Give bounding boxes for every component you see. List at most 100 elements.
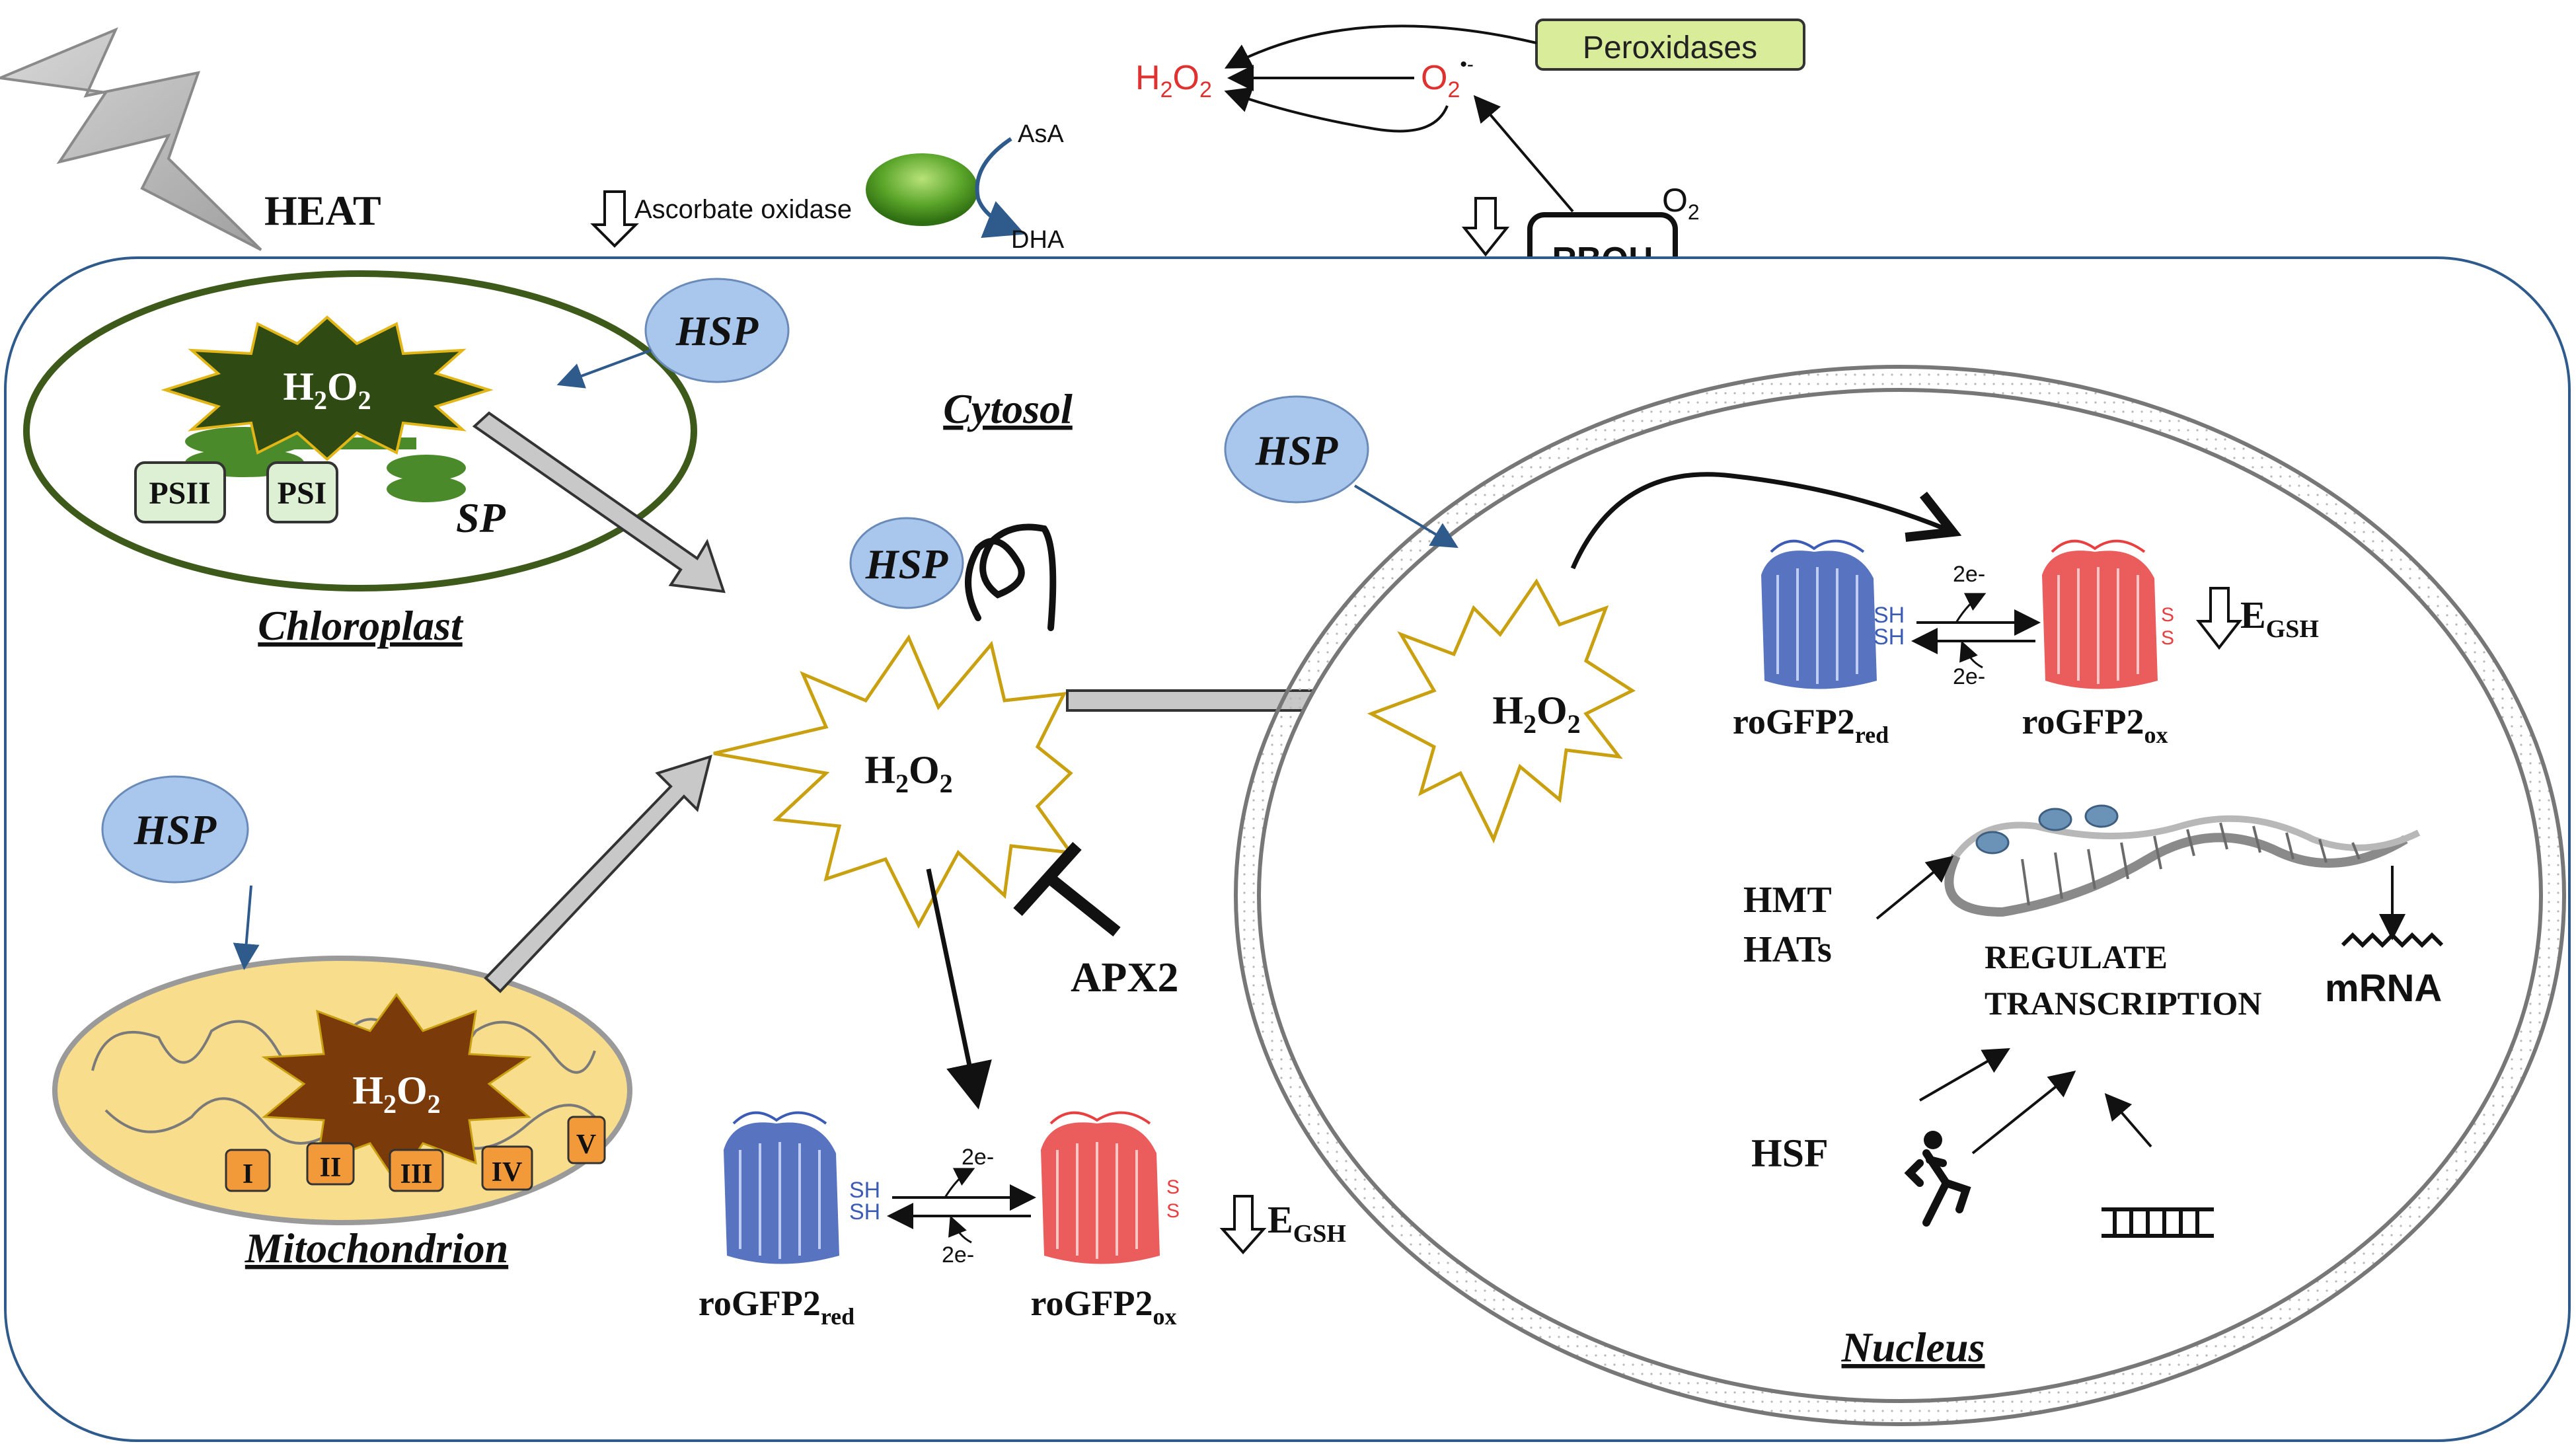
mito-hsp-label: HSP [133, 806, 217, 853]
nucleus-sh2-label: SH [1874, 625, 1905, 650]
peroxidases-box [1535, 19, 1805, 71]
mitochondrion-label: Mitochondrion [245, 1225, 508, 1272]
superoxide-label: O2•- [1421, 54, 1474, 102]
cytosol-sh2-label: SH [849, 1199, 880, 1225]
nucleus-rogfp-ox [2042, 539, 2158, 689]
nucleus-e-in-arrow [1959, 640, 1983, 669]
chloroplast-to-cytosol-arrow [472, 411, 726, 593]
superoxide-loop-arrow [1224, 87, 1449, 133]
cytosol-hsp-label: HSP [865, 541, 948, 588]
cytosol-e-top-label: 2e- [962, 1145, 994, 1170]
complex-i-label: I [243, 1159, 253, 1190]
hats-label: HATs [1743, 929, 1832, 970]
ascorbate-oxidase-label: Ascorbate oxidase [634, 195, 852, 224]
nucleus-rogfp-red-label: roGFP2red [1733, 702, 1889, 748]
hsp-to-chloroplast-arrow [556, 349, 652, 389]
complex-ii-label: II [320, 1153, 342, 1183]
nucleus-egsh-label: EGSH [2240, 593, 2319, 643]
psi-label: PSI [278, 476, 327, 511]
hsf-label: HSF [1751, 1131, 1829, 1175]
chloroplast-h2o2-label: H2O2 [283, 365, 371, 415]
chloroplast-label: Chloroplast [258, 602, 464, 649]
apx2-label: APX2 [1071, 954, 1179, 1001]
rboh-to-superoxide-arrow [1473, 95, 1574, 213]
apx2-inhibition-icon [1013, 841, 1121, 937]
asa-dha-arrow [975, 137, 1026, 239]
cytosol-hsp-badge [849, 517, 964, 609]
nucleus-h2o2-label: H2O2 [1492, 689, 1580, 739]
nucleus-hsp-badge [1224, 395, 1369, 504]
o2-label: O2 [1662, 182, 1700, 224]
nucleus-sh1-label: SH [1874, 603, 1905, 628]
ladder-arrow [2104, 1092, 2152, 1148]
nucleus-e-out-arrow [1955, 593, 1987, 623]
down-arrow-icon [2195, 587, 2243, 650]
cytosol-h2o2-to-rogfp-arrow [926, 868, 992, 1110]
down-arrow-icon [590, 190, 639, 248]
complex-iv-box [481, 1145, 533, 1191]
cytosol-label: Cytosol [943, 385, 1073, 432]
peroxidases-label: Peroxidases [1583, 30, 1757, 65]
apoplast-pill [866, 153, 978, 226]
complex-iii-box [389, 1149, 444, 1192]
nucleus-h2o2-star [1367, 578, 1636, 844]
nucleus-rogfp-ox-label: roGFP2ox [2022, 702, 2168, 748]
nucleus-e-top-label: 2e- [1953, 562, 1985, 587]
nucleus-s1-label: S [2161, 604, 2174, 626]
hsp-to-nucleus-arrow [1353, 484, 1458, 549]
cytosol-rogfp-ox [1041, 1111, 1160, 1264]
down-arrow-icon [1461, 197, 1510, 257]
dha-label: DHA [1011, 226, 1065, 254]
cytosol-e-out-arrow [944, 1168, 975, 1198]
chromatin-dna-icon [1944, 804, 2421, 917]
nuclear-envelope [1234, 365, 2566, 1426]
mito-hsp-badge [101, 775, 249, 884]
cytosol-sh1-label: SH [849, 1178, 880, 1203]
h2o2-top-label: H2O2 [1135, 59, 1212, 102]
cytosol-h2o2-label: H2O2 [864, 748, 952, 798]
cytosol-h2o2-star [713, 634, 1075, 929]
mitochondrion: H2O2 I II III IV V [52, 956, 632, 1225]
hmt-arrow [1875, 855, 1954, 920]
unfolded-protein-icon [965, 523, 1057, 631]
mito-h2o2-label: H2O2 [352, 1069, 440, 1119]
heat-label: HEAT [264, 187, 381, 234]
chloroplast-hsp-badge [644, 278, 790, 383]
psii-label: PSII [149, 476, 210, 511]
cytosol-e-in-arrow [948, 1215, 972, 1244]
nucleus-e-bottom-label: 2e- [1953, 664, 1985, 689]
cytosol-e-bottom-label: 2e- [942, 1242, 974, 1268]
cytosol-rogfp-red-label: roGFP2red [699, 1283, 854, 1330]
cytosol-s1-label: S [1166, 1176, 1180, 1198]
transcription-label: TRANSCRIPTION [1985, 985, 2262, 1022]
chloroplast-hsp-label: HSP [675, 307, 759, 354]
psi-box [266, 461, 338, 523]
nucleus-rogfp-red [1761, 539, 1877, 689]
complex-v-box [567, 1116, 606, 1164]
complex-v-label: V [576, 1129, 596, 1160]
cytosol-egsh-label: EGSH [1268, 1198, 1346, 1248]
sp-label: SP [456, 494, 506, 541]
complex-iii-label: III [400, 1159, 432, 1190]
nucleus-h2o2-to-rogfp-arrow [1570, 472, 1953, 570]
asa-label: AsA [1018, 120, 1064, 148]
runner-icon [1904, 1131, 1971, 1227]
complex-i-box [225, 1149, 271, 1192]
nucleus-s2-label: S [2161, 627, 2174, 649]
hsp-to-mito-arrow [233, 885, 260, 970]
cytosol-s2-label: S [1166, 1200, 1180, 1222]
regulate-label: REGULATE [1985, 938, 2168, 975]
nucleus-label: Nucleus [1841, 1324, 1985, 1371]
lightning-icon [0, 27, 262, 251]
cytosol-rogfp-ox-label: roGFP2ox [1031, 1283, 1177, 1330]
complex-iv-label: IV [492, 1157, 523, 1188]
mito-to-cytosol-arrow [484, 755, 712, 993]
mrna-squiggle-icon [2341, 932, 2444, 948]
hsf-arrow [1919, 1048, 2010, 1102]
runner-arrow [1971, 1071, 2076, 1155]
chloroplast: H2O2 PSII PSI SP [23, 270, 697, 591]
mrna-label: mRNA [2325, 967, 2442, 1010]
cytosol-rogfp-red [724, 1111, 839, 1264]
psii-box [134, 461, 226, 523]
